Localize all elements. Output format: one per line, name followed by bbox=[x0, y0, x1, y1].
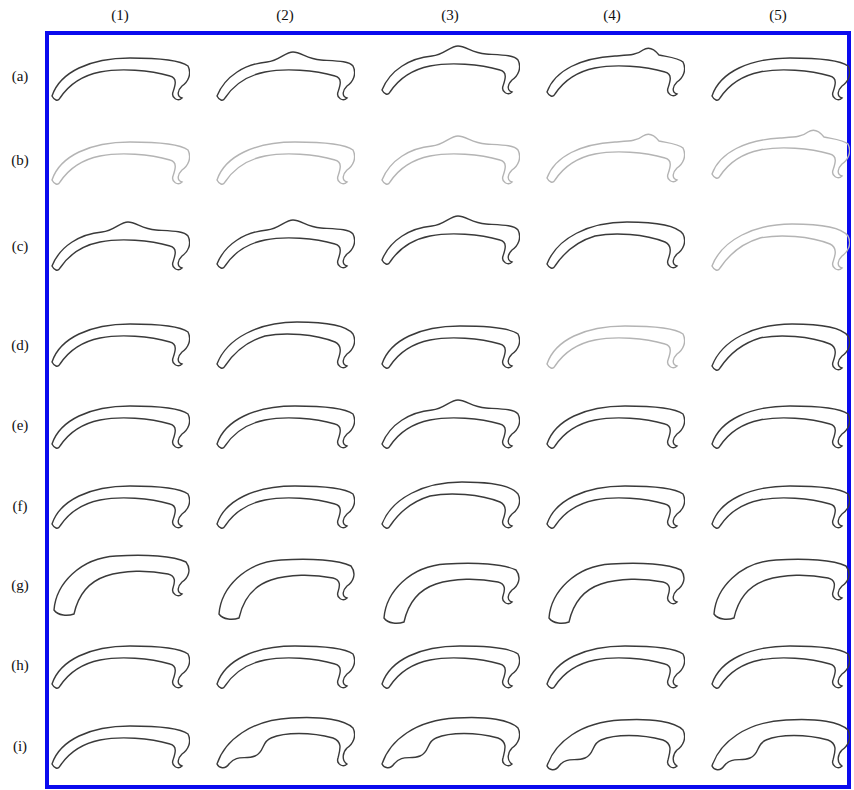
callosum-shape bbox=[217, 220, 355, 268]
callosum-shape bbox=[52, 142, 190, 184]
callosum-shape bbox=[217, 142, 355, 184]
callosum-shape bbox=[712, 324, 850, 370]
callosum-shape bbox=[217, 717, 355, 767]
callosum-shape bbox=[382, 400, 520, 448]
callosum-shape bbox=[382, 646, 520, 688]
callosum-shape bbox=[382, 46, 520, 94]
callosum-shape bbox=[547, 646, 685, 688]
callosum-shape bbox=[52, 486, 190, 528]
row-label: (f) bbox=[13, 499, 28, 514]
callosum-shape bbox=[217, 646, 355, 688]
callosum-shape bbox=[217, 486, 355, 528]
row-label: (a) bbox=[12, 69, 29, 84]
callosum-shape bbox=[547, 222, 685, 268]
column-label: (5) bbox=[769, 8, 787, 23]
callosum-shape bbox=[217, 52, 355, 100]
callosum-shape bbox=[54, 555, 189, 615]
callosum-shape bbox=[219, 559, 354, 619]
frame bbox=[47, 33, 849, 787]
callosum-shape bbox=[547, 326, 685, 368]
row-label: (b) bbox=[11, 153, 29, 168]
callosum-shape bbox=[714, 559, 849, 619]
callosum-shape bbox=[547, 486, 685, 528]
callosum-shape bbox=[52, 406, 190, 448]
callosum-shape bbox=[547, 48, 685, 96]
callosum-shape bbox=[217, 322, 355, 368]
row-label: (e) bbox=[12, 418, 29, 433]
callosum-shape bbox=[52, 726, 190, 768]
callosum-shape bbox=[52, 646, 190, 688]
callosum-shape bbox=[382, 717, 520, 767]
callosum-shape bbox=[712, 58, 850, 100]
callosum-shape bbox=[712, 646, 850, 688]
row-label: (d) bbox=[11, 338, 29, 353]
callosum-shape bbox=[712, 719, 850, 769]
column-label: (2) bbox=[276, 8, 294, 23]
callosum-shape bbox=[52, 58, 190, 100]
callosum-shape bbox=[712, 224, 850, 270]
row-label: (h) bbox=[11, 658, 29, 673]
callosum-shape bbox=[712, 130, 850, 178]
callosum-shape bbox=[549, 563, 684, 623]
callosum-shape bbox=[712, 486, 850, 528]
callosum-shape bbox=[52, 222, 190, 270]
row-label: (c) bbox=[12, 239, 29, 254]
callosum-shape bbox=[382, 136, 520, 184]
column-label: (4) bbox=[603, 8, 621, 23]
callosum-shape bbox=[384, 563, 519, 623]
row-label: (i) bbox=[13, 739, 27, 754]
callosum-shape bbox=[712, 406, 850, 448]
callosum-shape bbox=[547, 406, 685, 448]
callosum-shape bbox=[547, 134, 685, 182]
callosum-shape bbox=[382, 216, 520, 264]
callosum-shape bbox=[217, 406, 355, 448]
row-label: (g) bbox=[11, 578, 29, 593]
callosum-shape bbox=[52, 324, 190, 366]
callosum-shape bbox=[382, 326, 520, 368]
column-label: (1) bbox=[111, 8, 129, 23]
callosum-shape bbox=[382, 482, 520, 528]
callosum-shape bbox=[547, 719, 685, 769]
column-label: (3) bbox=[441, 8, 459, 23]
